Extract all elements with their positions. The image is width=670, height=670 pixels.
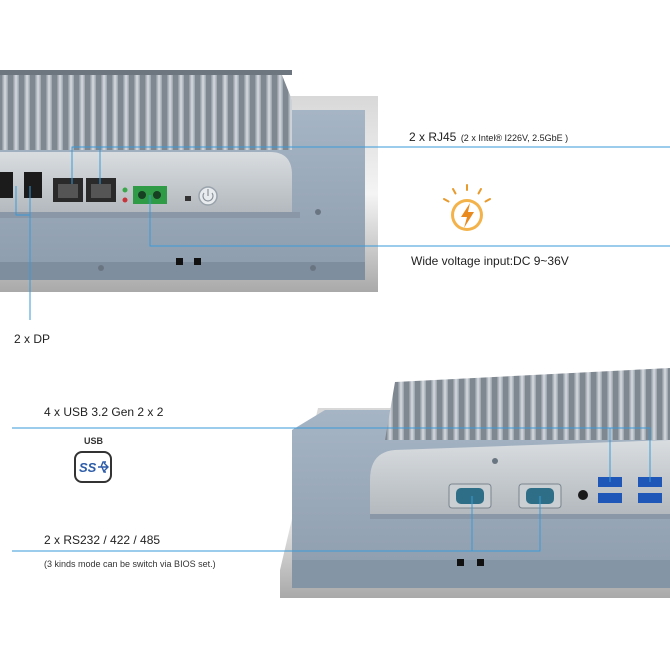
bottom-device-view <box>280 368 670 598</box>
rj45-detail: (2 x Intel® I226V, 2.5GbE ) <box>460 133 569 143</box>
dp-port-1 <box>0 172 13 198</box>
dp-port-2 <box>24 172 42 198</box>
vent-slot <box>457 559 464 566</box>
svg-text:SS: SS <box>79 460 97 475</box>
bottom-heatsink <box>385 368 670 440</box>
vent-slot <box>176 258 183 265</box>
rj45-callout: 2 x RJ45 (2 x Intel® I226V, 2.5GbE ) <box>409 128 568 146</box>
com-port-1 <box>448 483 492 509</box>
audio-jack <box>578 490 588 500</box>
screw <box>492 458 498 464</box>
top-heatsink <box>0 70 292 150</box>
screw <box>310 265 316 271</box>
screw <box>98 265 104 271</box>
power-label: Wide voltage input:DC 9~36V <box>411 254 569 268</box>
usb-superspeed-icon: SS <box>74 451 112 483</box>
rs-note: (3 kinds mode can be switch via BIOS set… <box>44 559 216 569</box>
rj45-ports <box>53 178 116 202</box>
rs-callout-line <box>12 496 541 552</box>
rj45-label: 2 x RJ45 <box>409 130 457 144</box>
top-io-plate <box>0 152 292 214</box>
power-callout-line <box>149 195 670 247</box>
usb-logo-caption: USB <box>84 436 104 446</box>
usb-label: 4 x USB 3.2 Gen 2 x 2 <box>44 405 164 419</box>
dp-callout-line <box>15 186 31 320</box>
vent-slot <box>194 258 201 265</box>
rj45-callout-line <box>71 146 670 184</box>
led-green <box>122 187 128 193</box>
callout-lines <box>12 146 670 552</box>
led-red <box>122 197 128 203</box>
top-device-view <box>0 70 378 292</box>
small-switch <box>185 196 191 201</box>
dp-label: 2 x DP <box>14 332 51 346</box>
vent-slot <box>477 559 484 566</box>
screw <box>315 209 321 215</box>
rs-label: 2 x RS232 / 422 / 485 <box>44 533 161 547</box>
bottom-io-plate <box>370 440 670 516</box>
lightning-bolt-icon <box>443 184 491 231</box>
